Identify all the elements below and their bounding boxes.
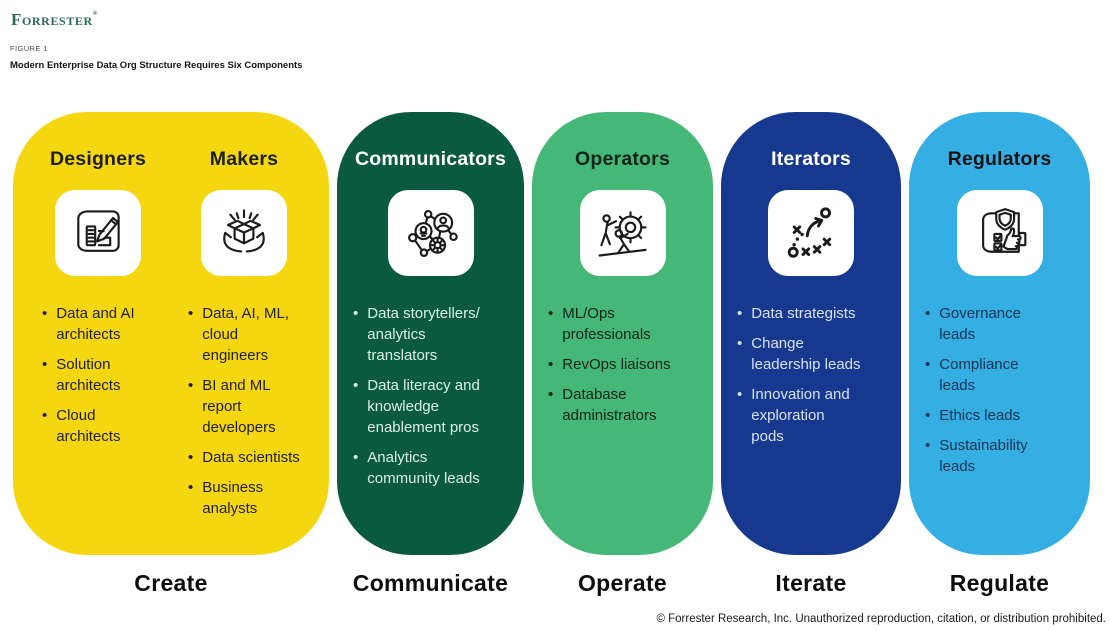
component-group-create: Designers Data and AI ar: [13, 112, 329, 597]
role-column-makers: Makers Data, AI, ML, clo: [171, 148, 317, 555]
bullet-item: Data scientists: [188, 447, 315, 468]
action-label-regulate: Regulate: [949, 570, 1050, 596]
trademark-mark: ®: [92, 11, 98, 17]
bullet-item: Data literacy and knowledge enablement p…: [353, 375, 514, 438]
strategy-play-icon: [787, 207, 832, 258]
pill-regulate: Regulators: [909, 112, 1090, 555]
bullet-item: Data storytellers/ analytics translators: [353, 303, 514, 366]
action-label-communicate: Communicate: [352, 570, 509, 596]
forrester-logo-text: Forrester: [11, 10, 93, 29]
bullet-item: Innovation and exploration pods: [737, 384, 891, 447]
figure-label: FIGURE 1: [10, 44, 48, 53]
role-column-iterators: Iterators: [721, 148, 901, 555]
role-column-regulators: Regulators: [909, 148, 1090, 555]
bullet-item: Data strategists: [737, 303, 891, 324]
component-group-operate: Operators ML/Ops professionals: [532, 112, 713, 597]
components-row: Designers Data and AI ar: [0, 112, 1110, 597]
bullet-item: Solution architects: [42, 354, 169, 396]
bullet-item: Change leadership leads: [737, 333, 891, 375]
policy-approval-icon: [981, 208, 1026, 253]
bullet-item: Data and AI architects: [42, 303, 169, 345]
icon-tile: [387, 190, 474, 276]
bullet-item: Ethics leads: [925, 405, 1080, 426]
network-collaboration-icon: [407, 209, 458, 257]
forrester-logo: Forrester®: [11, 10, 1110, 30]
hands-open-box-icon: [223, 209, 265, 253]
pill-communicate: Communicators: [337, 112, 524, 555]
component-group-communicate: Communicators: [337, 112, 524, 597]
icon-tile: [956, 190, 1043, 276]
role-title-communicators: Communicators: [354, 148, 507, 170]
role-column-operators: Operators ML/Ops professionals: [532, 148, 713, 555]
makers-bullet-list: Data, AI, ML, cloud engineers BI and ML …: [171, 303, 317, 528]
bullet-item: Business analysts: [188, 477, 315, 519]
role-title-iterators: Iterators: [771, 148, 851, 170]
component-group-iterate: Iterators: [721, 112, 901, 597]
regulators-bullet-list: Governance leads Compliance leads Ethics…: [909, 303, 1090, 486]
pill-iterate: Iterators: [721, 112, 901, 555]
icon-tile: [768, 190, 854, 276]
bullet-item: BI and ML report developers: [188, 375, 315, 438]
gear-teamwork-icon: [597, 211, 647, 257]
bullet-item: Sustainability leads: [925, 435, 1080, 477]
role-title-designers: Designers: [49, 148, 147, 170]
bullet-item: ML/Ops professionals: [548, 303, 703, 345]
pill-operate: Operators ML/Ops professionals: [532, 112, 713, 555]
role-column-communicators: Communicators: [337, 148, 524, 555]
role-title-makers: Makers: [209, 148, 279, 170]
role-title-regulators: Regulators: [947, 148, 1052, 170]
bullet-item: Data, AI, ML, cloud engineers: [188, 303, 315, 366]
action-label-operate: Operate: [577, 570, 668, 596]
bullet-item: Compliance leads: [925, 354, 1080, 396]
action-label-create: Create: [134, 570, 208, 596]
component-group-regulate: Regulators: [909, 112, 1090, 597]
communicators-bullet-list: Data storytellers/ analytics translators…: [337, 303, 524, 498]
bullet-item: Cloud architects: [42, 405, 169, 447]
pill-create: Designers Data and AI ar: [13, 112, 329, 555]
iterators-bullet-list: Data strategists Change leadership leads…: [721, 303, 901, 456]
icon-tile: [579, 190, 666, 276]
icon-tile: [201, 190, 287, 276]
figure-title: Modern Enterprise Data Org Structure Req…: [10, 60, 303, 71]
bullet-item: RevOps liaisons: [548, 354, 703, 375]
operators-bullet-list: ML/Ops professionals RevOps liaisons Dat…: [532, 303, 713, 435]
action-label-iterate: Iterate: [775, 570, 847, 596]
bullet-item: Database administrators: [548, 384, 703, 426]
blueprint-pencil-icon: [77, 210, 120, 252]
designers-bullet-list: Data and AI architects Solution architec…: [25, 303, 171, 456]
bullet-item: Analytics community leads: [353, 447, 514, 489]
copyright-notice: © Forrester Research, Inc. Unauthorized …: [656, 613, 1106, 625]
role-column-designers: Designers Data and AI ar: [25, 148, 171, 555]
role-title-operators: Operators: [575, 148, 670, 170]
bullet-item: Governance leads: [925, 303, 1080, 345]
icon-tile: [55, 190, 141, 276]
figure-header: Forrester® FIGURE 1 Modern Enterprise Da…: [0, 0, 1110, 71]
